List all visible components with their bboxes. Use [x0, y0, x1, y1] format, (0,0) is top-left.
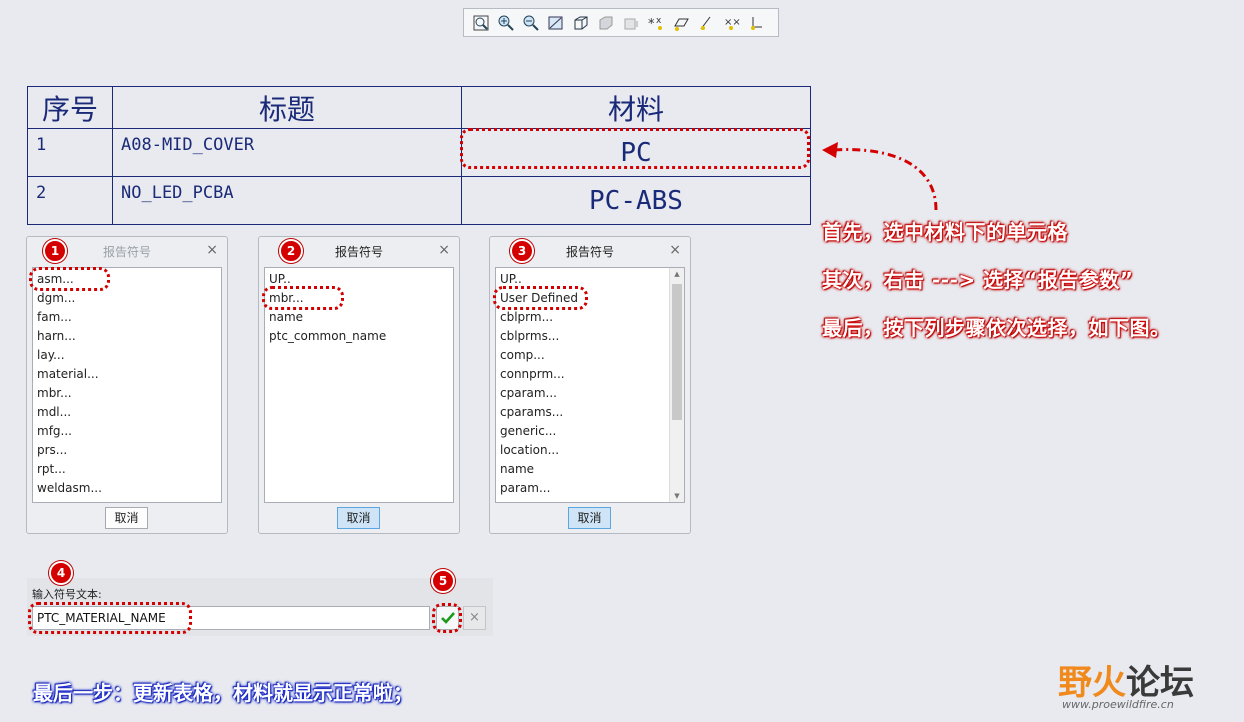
header-title: 标题 [112, 86, 462, 129]
final-step-note: 最后一步：更新表格，材料就显示正常啦； [33, 681, 413, 705]
zoom-fit-icon[interactable] [470, 12, 492, 34]
list-item[interactable]: prs... [37, 443, 68, 457]
mbr-item-highlight [262, 286, 344, 310]
asm-item-highlight [29, 267, 110, 291]
list-item[interactable]: weldasm... [37, 481, 102, 495]
list-item[interactable]: location... [500, 443, 560, 457]
list-item[interactable]: connprm... [500, 367, 565, 381]
hidden-line-icon[interactable] [620, 12, 642, 34]
wireframe-icon[interactable] [570, 12, 592, 34]
watermark-url: www.proewildfire.cn [1062, 698, 1174, 711]
report-symbol-dialog-1: 报告符号 × asm... dgm... fam... harn... lay.… [26, 236, 228, 534]
datum-axes-icon[interactable] [695, 12, 717, 34]
list-item[interactable]: mdl... [37, 405, 72, 419]
list-item[interactable]: harn... [37, 329, 76, 343]
pointer-arrow-icon [822, 142, 938, 211]
list-item[interactable]: cparams... [500, 405, 564, 419]
table-row: 2 NO_LED_PCBA PC-ABS [27, 176, 811, 225]
dialog-title: 报告符号 [102, 245, 151, 259]
watermark-part1: 野火 [1058, 663, 1126, 703]
forum-watermark-logo: 野火论坛 [1058, 655, 1194, 704]
symbol-text-field[interactable]: PTC_MATERIAL_NAME [32, 606, 430, 630]
list-item[interactable]: User Defined [500, 291, 578, 305]
svg-text:*: * [648, 17, 655, 32]
refit-icon[interactable] [545, 12, 567, 34]
cell-index[interactable]: 2 [27, 176, 113, 225]
step-badge-4: 4 [49, 561, 73, 585]
input-value-highlight [28, 602, 192, 634]
zoom-out-icon[interactable] [520, 12, 542, 34]
cell-material[interactable]: PC-ABS [461, 176, 811, 225]
close-icon[interactable]: × [669, 242, 681, 258]
material-cell-highlight [460, 128, 810, 169]
scroll-thumb[interactable] [672, 284, 682, 420]
symbol-input-label: 输入符号文本: [32, 588, 102, 601]
list-item[interactable]: asm... [37, 272, 74, 286]
cell-title[interactable]: NO_LED_PCBA [112, 176, 462, 225]
list-item[interactable]: UP.. [269, 272, 291, 286]
list-item[interactable]: cblprms... [500, 329, 560, 343]
zoom-in-icon[interactable] [495, 12, 517, 34]
shaded-icon[interactable] [595, 12, 617, 34]
coordinate-system-icon[interactable] [745, 12, 767, 34]
view-toolbar: *x ×× [463, 8, 779, 37]
svg-text:x: x [656, 16, 662, 26]
step3-note: 最后，按下列步骤依次选择，如下图。 [822, 316, 1171, 340]
list-item[interactable]: generic... [500, 424, 557, 438]
dialog-title: 报告符号 [334, 245, 383, 259]
list-item[interactable]: ptc_common_name [269, 329, 387, 343]
list-item[interactable]: dgm... [37, 291, 76, 305]
step2-note: 其次，右击 ---> 选择“报告参数” [822, 268, 1134, 292]
cell-title[interactable]: A08-MID_COVER [112, 128, 462, 177]
cancel-button[interactable]: 取消 [337, 507, 380, 529]
list-scrollbar[interactable]: ▲ ▼ [669, 268, 684, 502]
symbol-list: UP.. mbr... name ptc_common_name [264, 267, 454, 503]
cancel-button[interactable]: 取消 [105, 507, 148, 529]
list-item[interactable]: name [500, 462, 535, 476]
list-item[interactable]: mfg... [37, 424, 72, 438]
cell-index[interactable]: 1 [27, 128, 113, 177]
step-badge-2: 2 [279, 239, 303, 263]
point-display-icon[interactable]: ×× [720, 12, 742, 34]
datum-points-icon[interactable]: *x [645, 12, 667, 34]
checkmark-icon [440, 612, 455, 624]
list-item[interactable]: mbr... [269, 291, 304, 305]
scroll-up-icon[interactable]: ▲ [674, 270, 680, 278]
list-item[interactable]: cblprm... [500, 310, 554, 324]
list-item[interactable]: rpt... [37, 462, 66, 476]
list-item[interactable]: mbr... [37, 386, 72, 400]
list-item[interactable]: fam... [37, 310, 72, 324]
report-symbol-dialog-3: 报告符号 × UP.. User Defined cblprm... cblpr… [489, 236, 691, 534]
header-index: 序号 [27, 86, 113, 129]
list-item[interactable]: UP.. [500, 272, 522, 286]
symbol-list: asm... dgm... fam... harn... lay... mate… [32, 267, 222, 503]
close-icon[interactable]: × [206, 242, 218, 258]
svg-text:××: ×× [724, 17, 740, 28]
step-badge-1: 1 [43, 239, 67, 263]
header-material: 材料 [461, 86, 811, 129]
list-item[interactable]: param... [500, 481, 551, 495]
step-badge-3: 3 [510, 239, 534, 263]
cancel-button[interactable]: 取消 [568, 507, 611, 529]
dialog-title: 报告符号 [565, 245, 614, 259]
list-item[interactable]: name [269, 310, 304, 324]
cancel-input-button[interactable]: × [463, 606, 486, 630]
list-item[interactable]: cparam... [500, 386, 557, 400]
watermark-part2: 论坛 [1126, 663, 1194, 703]
confirm-button-highlight [432, 603, 462, 633]
user-defined-item-highlight [493, 286, 588, 310]
symbol-input-panel: 输入符号文本: PTC_MATERIAL_NAME × [27, 578, 493, 636]
scroll-down-icon[interactable]: ▼ [674, 492, 680, 500]
list-item[interactable]: material... [37, 367, 99, 381]
datum-planes-icon[interactable] [670, 12, 692, 34]
drawing-bom-table: 序号 标题 材料 1 A08-MID_COVER PC 2 NO_LED_PCB… [27, 86, 811, 225]
step-badge-5: 5 [431, 569, 455, 593]
close-icon[interactable]: × [438, 242, 450, 258]
step1-note: 首先，选中材料下的单元格 [822, 220, 1068, 244]
symbol-list: UP.. User Defined cblprm... cblprms... c… [495, 267, 685, 503]
list-item[interactable]: comp... [500, 348, 545, 362]
report-symbol-dialog-2: 报告符号 × UP.. mbr... name ptc_common_name … [258, 236, 460, 534]
list-item[interactable]: lay... [37, 348, 65, 362]
